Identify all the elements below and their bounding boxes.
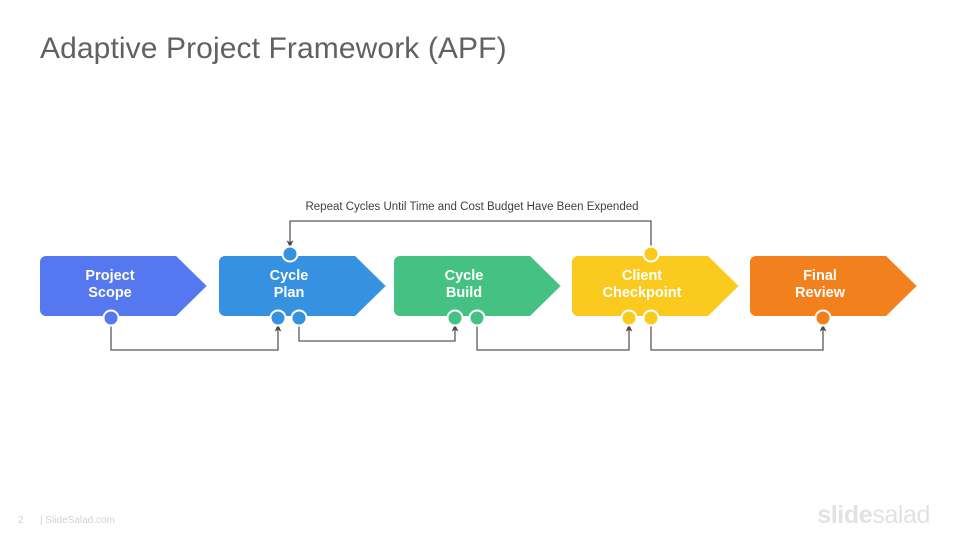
stage-body-project-scope bbox=[40, 256, 206, 316]
footer-site-label: | SlideSalad.com bbox=[40, 515, 115, 526]
connector-node-cycle-build-in[interactable] bbox=[446, 309, 464, 327]
connector-node-client-checkpoint-out-top[interactable] bbox=[642, 245, 660, 263]
brand-logo-light: salad bbox=[872, 501, 930, 529]
loop-caption: Repeat Cycles Until Time and Cost Budget… bbox=[0, 201, 960, 213]
stage-body-final-review bbox=[750, 256, 916, 316]
connector-node-project-scope-out[interactable] bbox=[102, 309, 120, 327]
stage-chevron-client-checkpoint[interactable] bbox=[572, 256, 739, 316]
stage-chevron-cycle-build[interactable] bbox=[394, 256, 561, 316]
stage-chevron-cycle-plan[interactable] bbox=[219, 256, 386, 316]
page-title: Adaptive Project Framework (APF) bbox=[40, 32, 507, 65]
connector-node-cycle-plan-in-bottom[interactable] bbox=[269, 309, 287, 327]
stage-body-client-checkpoint bbox=[572, 256, 738, 316]
feedback-loop-bottom-2 bbox=[298, 320, 459, 342]
connector-node-cycle-plan-out[interactable] bbox=[290, 309, 308, 327]
brand-logo: slidesalad bbox=[817, 501, 930, 530]
brand-logo-bold: slide bbox=[817, 501, 873, 529]
stage-chevron-final-review[interactable] bbox=[750, 256, 917, 316]
connector-node-cycle-build-out[interactable] bbox=[468, 309, 486, 327]
feedback-loop-bottom-3 bbox=[476, 320, 633, 351]
connector-node-cycle-plan-in-top[interactable] bbox=[281, 245, 299, 263]
stage-chevron-project-scope[interactable] bbox=[40, 256, 207, 316]
connector-node-client-checkpoint-out[interactable] bbox=[642, 309, 660, 327]
stage-body-cycle-plan bbox=[219, 256, 385, 316]
connector-node-final-review-in[interactable] bbox=[814, 309, 832, 327]
stage-body-cycle-build bbox=[394, 256, 560, 316]
loop-caption-text: Repeat Cycles Until Time and Cost Budget… bbox=[305, 201, 639, 213]
feedback-loop-bottom-4 bbox=[650, 320, 827, 351]
feedback-loop-top bbox=[286, 220, 652, 252]
footer-page-number: 2 bbox=[18, 515, 24, 526]
connector-node-client-checkpoint-in[interactable] bbox=[620, 309, 638, 327]
feedback-loop-bottom-1 bbox=[110, 320, 282, 351]
